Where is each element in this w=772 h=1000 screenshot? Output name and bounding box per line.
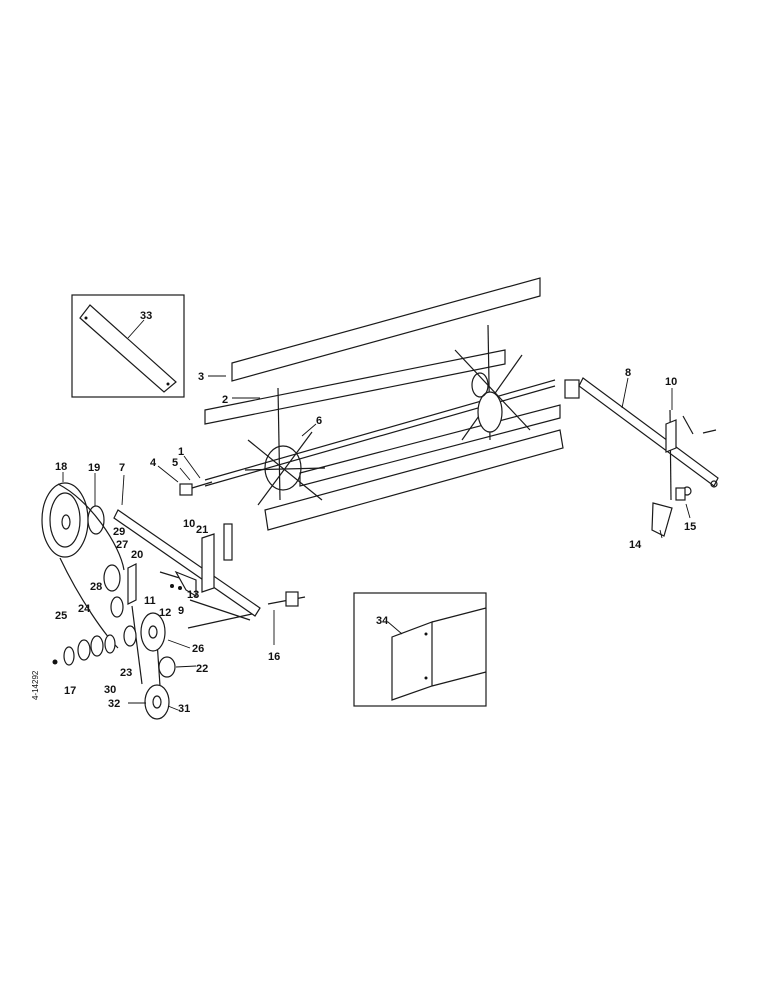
callout-32: 32 xyxy=(108,698,120,710)
spacer-24a xyxy=(77,639,91,661)
callout-15: 15 xyxy=(684,521,696,533)
callout-10-left: 10 xyxy=(183,518,195,530)
reel-bat-upper xyxy=(231,277,541,382)
washer-25 xyxy=(63,646,75,666)
bolt-17 xyxy=(52,659,58,665)
arm-20 xyxy=(127,563,137,605)
reel-assembly xyxy=(179,277,580,531)
bearing-block-4 xyxy=(179,483,193,496)
callout-6: 6 xyxy=(316,415,322,427)
fitting-16 xyxy=(285,591,299,607)
callout-19: 19 xyxy=(88,462,100,474)
bracket-14 xyxy=(651,502,673,537)
callout-11: 11 xyxy=(144,595,156,607)
callout-26: 26 xyxy=(192,643,204,655)
bearing-15 xyxy=(675,487,686,501)
reel-bat-bottom xyxy=(264,429,564,531)
callout-5: 5 xyxy=(172,457,178,469)
callout-25: 25 xyxy=(55,610,67,622)
callout-14: 14 xyxy=(629,539,642,551)
callout-16: 16 xyxy=(268,651,280,663)
left-drive-frame xyxy=(41,482,306,720)
callout-33: 33 xyxy=(140,310,152,322)
reel-bat-second xyxy=(204,349,506,425)
callout-29: 29 xyxy=(113,526,125,538)
inset-detail-33 xyxy=(71,294,185,398)
bearing-bracket-right xyxy=(564,379,580,399)
callout-23: 23 xyxy=(120,667,132,679)
sprocket-28 xyxy=(110,596,124,618)
inset-detail-34 xyxy=(353,592,487,707)
callout-34: 34 xyxy=(376,615,389,627)
pulley-31 xyxy=(144,684,170,720)
callout-4: 4 xyxy=(150,457,157,469)
callout-20: 20 xyxy=(131,549,143,561)
callout-24: 24 xyxy=(78,603,91,615)
sprocket-27 xyxy=(103,564,121,592)
callout-21: 21 xyxy=(196,524,208,536)
callout-2: 2 xyxy=(222,394,228,406)
leader-lines xyxy=(62,319,691,711)
callout-31: 31 xyxy=(178,703,190,715)
callout-30: 30 xyxy=(104,684,116,696)
reel-spider-left xyxy=(244,387,326,506)
callout-18: 18 xyxy=(55,461,67,473)
pulley-18 xyxy=(41,482,89,558)
callout-1: 1 xyxy=(178,446,184,458)
callout-labels: 1 2 3 4 5 6 7 8 9 10 10 11 12 13 14 15 1… xyxy=(55,310,696,715)
callout-12: 12 xyxy=(159,607,171,619)
spacer-24c xyxy=(104,634,116,654)
callout-10-right: 10 xyxy=(665,376,677,388)
spacer-24b xyxy=(90,635,104,657)
callout-17: 17 xyxy=(64,685,76,697)
callout-3: 3 xyxy=(198,371,204,383)
belt-29 xyxy=(57,483,125,571)
callout-13: 13 xyxy=(187,589,199,601)
callout-9: 9 xyxy=(178,605,184,617)
callout-27: 27 xyxy=(116,539,128,551)
pulley-26 xyxy=(140,612,166,652)
bracket-21 xyxy=(223,523,233,561)
callout-22: 22 xyxy=(196,663,208,675)
arm-10-left xyxy=(201,533,215,593)
callout-7: 7 xyxy=(119,462,125,474)
sprocket-22 xyxy=(158,656,176,678)
pulley-19 xyxy=(87,505,105,535)
sprocket-23 xyxy=(123,625,137,647)
callout-8: 8 xyxy=(625,367,631,379)
arm-10-right xyxy=(665,419,677,453)
drawing-reference-number: 4-14292 xyxy=(31,670,40,700)
right-support-bar xyxy=(578,377,719,537)
callout-28: 28 xyxy=(90,581,102,593)
chain-30 xyxy=(131,605,143,685)
reel-spider-right xyxy=(454,324,531,441)
